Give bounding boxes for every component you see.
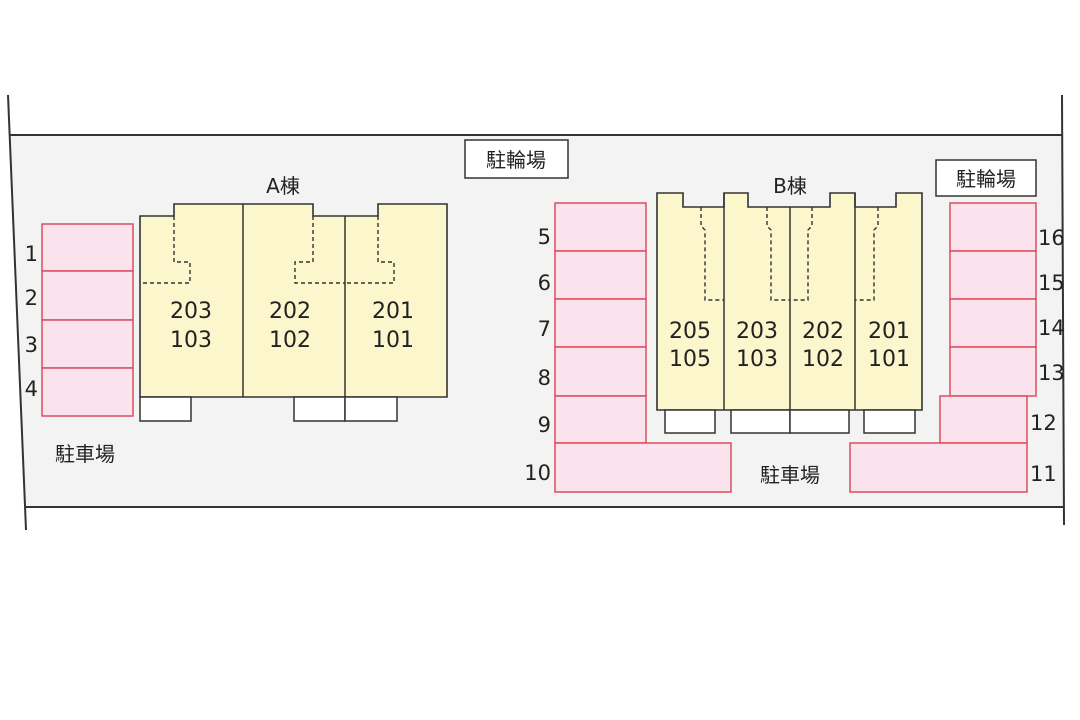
parking-number: 15 [1038,271,1065,295]
parking-space-3 [41,319,134,369]
unit-b-201: 201 101 [868,319,910,372]
building-a-label: A棟 [266,174,300,198]
parking-space-5 [554,202,647,252]
parking-number: 14 [1038,316,1065,340]
parking-space-14 [949,298,1037,348]
parking-number: 6 [538,271,551,295]
parking-number: 4 [25,377,38,401]
parking-area-b-right: 16 15 14 13 12 11 [849,202,1065,493]
unit-a-202: 202 102 [269,299,311,353]
parking-number: 1 [25,242,38,266]
svg-text:201: 201 [372,299,414,324]
parking-space-11 [849,442,1028,493]
parking-number: 13 [1038,361,1065,385]
building-b-label: B棟 [773,174,807,198]
svg-text:103: 103 [170,328,212,353]
svg-text:101: 101 [372,328,414,353]
svg-text:202: 202 [802,319,844,344]
parking-space-4 [41,367,134,417]
parking-space-10 [554,442,732,493]
svg-text:202: 202 [269,299,311,324]
unit-a-201: 201 101 [372,299,414,353]
bicycle-parking-label: 駐輪場 [486,148,546,172]
parking-number: 16 [1038,226,1065,250]
unit-b-203: 203 103 [736,319,778,372]
svg-text:205: 205 [669,319,711,344]
unit-b-202: 202 102 [802,319,844,372]
unit-a-203: 203 103 [170,299,212,353]
parking-area-a: 1 2 3 4 駐車場 [25,223,134,466]
svg-text:102: 102 [269,328,311,353]
parking-space-9 [554,395,647,444]
parking-space-1 [41,223,134,272]
site-boundary-right [1061,94,1065,526]
parking-space-16 [949,202,1037,252]
parking-number: 2 [25,286,38,310]
bicycle-parking-label: 駐輪場 [956,167,1016,191]
parking-space-12 [939,395,1028,444]
parking-number: 10 [524,461,551,485]
building-b: 205 105 203 103 202 102 201 101 [656,192,923,434]
unit-b-205: 205 105 [669,319,711,372]
parking-area-b-left: 5 6 7 8 9 10 [524,202,732,493]
parking-space-8 [554,346,647,397]
svg-text:203: 203 [736,319,778,344]
car-parking-label: 駐車場 [55,442,115,466]
site-boundary-left [7,94,27,531]
parking-number: 3 [25,333,38,357]
parking-space-6 [554,250,647,300]
parking-number: 9 [538,413,551,437]
bicycle-parking-1: 駐輪場 [464,139,569,179]
svg-text:201: 201 [868,319,910,344]
svg-text:103: 103 [736,347,778,372]
parking-number: 11 [1030,462,1057,486]
building-a: 203 103 202 102 201 101 [139,203,448,422]
svg-text:102: 102 [802,347,844,372]
parking-number: 7 [538,317,551,341]
parking-number: 8 [538,366,551,390]
svg-text:203: 203 [170,299,212,324]
car-parking-label: 駐車場 [760,463,820,487]
parking-space-15 [949,250,1037,300]
parking-space-13 [949,346,1037,397]
parking-number: 5 [538,225,551,249]
bicycle-parking-2: 駐輪場 [935,159,1037,197]
svg-text:105: 105 [669,347,711,372]
svg-text:101: 101 [868,347,910,372]
parking-number: 12 [1030,411,1057,435]
parking-space-7 [554,298,647,348]
parking-space-2 [41,270,134,321]
